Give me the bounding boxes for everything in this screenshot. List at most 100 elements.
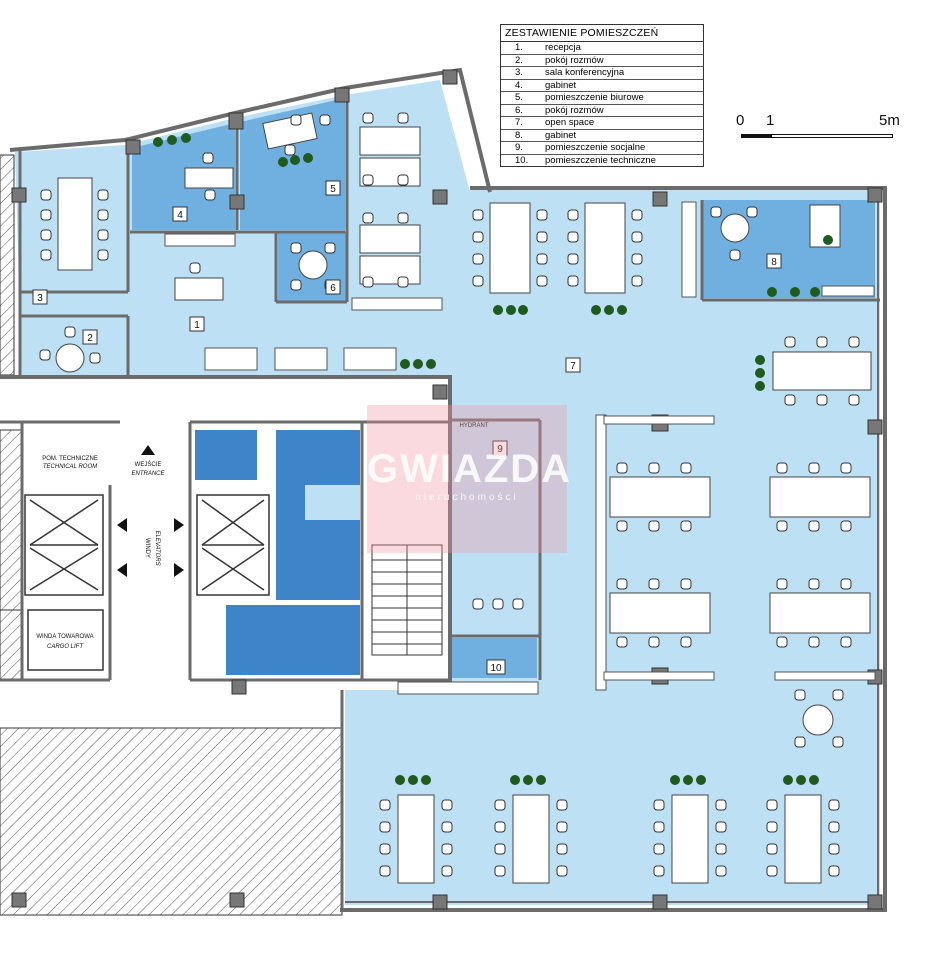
plant-icon: [536, 775, 546, 785]
chair: [472, 253, 484, 265]
chair: [715, 799, 727, 811]
plant-icon: [413, 359, 423, 369]
chair: [715, 843, 727, 855]
chair: [362, 212, 374, 224]
plant-icon: [290, 155, 300, 165]
chair: [319, 114, 331, 126]
svg-text:8: 8: [771, 257, 777, 268]
chair: [290, 279, 302, 291]
plant-icon: [506, 305, 516, 315]
wc-block-3: [226, 605, 360, 675]
chair: [362, 276, 374, 288]
chair: [536, 275, 548, 287]
chair: [40, 229, 52, 241]
chair: [379, 865, 391, 877]
elevator-arrows: [117, 445, 184, 577]
chair: [653, 865, 665, 877]
plant-icon: [796, 775, 806, 785]
chair: [472, 275, 484, 287]
chair: [828, 799, 840, 811]
hatch-bottom-left: [0, 727, 343, 916]
room-8-floor: [703, 200, 875, 298]
chair: [441, 799, 453, 811]
chair: [64, 326, 76, 338]
round-tables: [55, 213, 834, 736]
chair: [556, 865, 568, 877]
chair: [89, 352, 101, 364]
chair: [494, 843, 506, 855]
chair: [776, 578, 788, 590]
partitions: [164, 201, 876, 695]
room-number-6: 6: [325, 279, 341, 295]
plant-icon: [604, 305, 614, 315]
chair: [290, 242, 302, 254]
chair: [39, 349, 51, 361]
elevators: [24, 494, 270, 671]
chair: [616, 636, 628, 648]
chair: [616, 520, 628, 532]
legend-room-name: pokój rozmów: [545, 54, 604, 66]
outer-wall-wing: [9, 67, 492, 193]
legend-row: 2. pokój rozmów: [501, 54, 703, 67]
scale-label-five: 5m: [879, 112, 900, 129]
chair: [472, 231, 484, 243]
chair: [616, 462, 628, 474]
legend-room-number: 2.: [515, 54, 523, 66]
plant-icon: [510, 775, 520, 785]
chair: [441, 843, 453, 855]
plant-icon: [303, 153, 313, 163]
chair: [97, 249, 109, 261]
chair: [766, 843, 778, 855]
entrance-label-en: ENTRANCE: [131, 471, 165, 477]
scale-label-zero: 0: [736, 112, 745, 129]
chair: [848, 394, 860, 406]
chair: [766, 821, 778, 833]
chair: [512, 598, 524, 610]
legend-room-number: 6.: [515, 104, 523, 116]
legend-room-name: pomieszczenie techniczne: [545, 154, 656, 166]
room-number-10: 10: [486, 659, 506, 675]
plant-icon: [421, 775, 431, 785]
chair: [567, 253, 579, 265]
legend-room-number: 3.: [515, 67, 523, 78]
chair: [97, 229, 109, 241]
legend-row: 5.pomieszczenie biurowe: [501, 92, 703, 105]
chair: [97, 209, 109, 221]
plant-icon: [591, 305, 601, 315]
svg-text:2: 2: [87, 333, 93, 344]
chair: [784, 394, 796, 406]
cargo-lift-label-en: CARGO LIFT: [47, 644, 84, 650]
scale-bar-graphic: [741, 134, 893, 138]
chair: [680, 462, 692, 474]
chair: [816, 394, 828, 406]
plant-icon: [153, 137, 163, 147]
hydrant-label: HYDRANT: [459, 423, 488, 429]
plant-icon: [395, 775, 405, 785]
hatch-left-lower: [0, 609, 23, 681]
chair: [397, 174, 409, 186]
room-4-floor: [132, 123, 235, 230]
room-number-5: 5: [325, 180, 341, 196]
chair: [840, 462, 852, 474]
chair: [556, 799, 568, 811]
chair: [494, 821, 506, 833]
chair: [631, 209, 643, 221]
chair: [397, 212, 409, 224]
plant-icon: [809, 775, 819, 785]
staircase: [371, 544, 443, 656]
watermark-logo: GWIAZDA nieruchomości: [367, 405, 573, 553]
chair: [653, 799, 665, 811]
chair: [536, 253, 548, 265]
legend-room-name: pomieszczenie biurowe: [545, 92, 644, 103]
chair: [492, 598, 504, 610]
cargo-lift-label-pl: WINDA TOWAROWA: [36, 634, 93, 640]
plant-icon: [493, 305, 503, 315]
plant-icon: [181, 133, 191, 143]
legend-row: 4.gabinet: [501, 80, 703, 92]
chair: [648, 462, 660, 474]
svg-text:6: 6: [330, 283, 336, 294]
chair: [616, 578, 628, 590]
plant-icon: [755, 381, 765, 391]
chair: [808, 520, 820, 532]
watermark-brand: GWIAZDA: [367, 447, 573, 491]
